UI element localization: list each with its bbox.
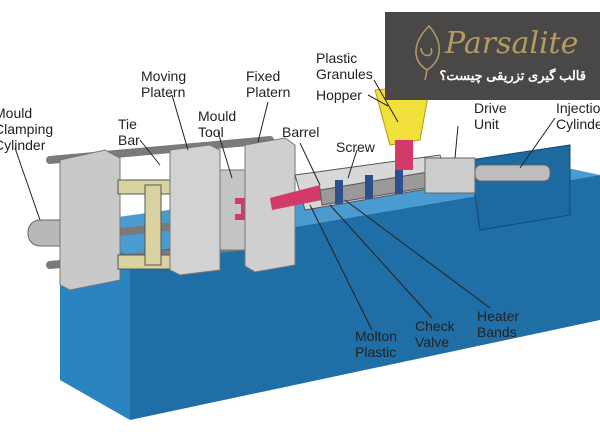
leader-lines [14, 79, 556, 331]
label-plastic-granules: Plastic Granules [316, 50, 373, 82]
injection-cylinder-housing [469, 144, 571, 231]
heater-bands [335, 170, 403, 204]
parsalite-watermark: Parsalite قالب گیری تزریقی چیست؟ [385, 12, 600, 100]
label-drive-unit: Drive Unit [474, 100, 507, 132]
drive-unit [424, 157, 476, 194]
injection-cylinder-shaft [474, 164, 551, 182]
label-injection-cylinder: Injection Cylinder [556, 100, 600, 132]
molten-plastic [270, 185, 322, 210]
moving-platen [169, 144, 221, 276]
label-check-valve: Check Valve [415, 318, 455, 350]
label-barrel: Barrel [282, 124, 320, 140]
rear-platen [59, 149, 121, 291]
watermark-brand: Parsalite [445, 26, 579, 61]
label-moving-platern: Moving Platern [141, 68, 187, 100]
label-screw: Screw [336, 139, 375, 155]
watermark-subtitle: قالب گیری تزریقی چیست؟ [439, 68, 586, 83]
label-tie-bar: Tie Bar [118, 116, 140, 148]
label-mould-clamping-cylinder: Mould Clamping Cylinder [0, 105, 54, 153]
label-mould-tool: Mould Tool [198, 108, 237, 140]
label-molton-plastic: Molton Plastic [355, 328, 398, 360]
fixed-platen [244, 137, 296, 273]
label-hopper: Hopper [316, 87, 362, 103]
label-fixed-platern: Fixed Platern [246, 68, 291, 100]
leaf-logo-icon [415, 24, 440, 81]
hopper-throat [395, 140, 413, 170]
label-heater-bands: Heater Bands [477, 308, 520, 340]
